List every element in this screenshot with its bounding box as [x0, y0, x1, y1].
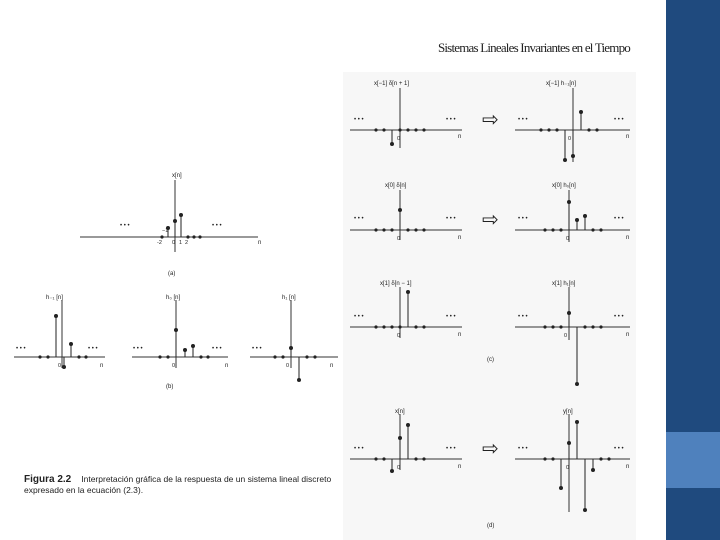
plot-b2-tick-0: 0 — [172, 363, 175, 369]
plot-c3-left-axis-n: n — [458, 332, 461, 338]
plot-a-tick-1: 1 — [179, 240, 182, 246]
plot-c2-right-axis-n: n — [626, 235, 629, 241]
plot-b3-left-ellipsis: • • • — [252, 346, 262, 352]
panel-label-d: (d) — [487, 523, 494, 529]
plot-a-x: x[n] n • • • • • • -2 −1 0 1 2 (a) — [80, 173, 261, 277]
plot-c2-left-tick-0: 0 — [397, 236, 400, 242]
plot-d-right-label: y[n] — [563, 409, 573, 415]
panel-label-b: (b) — [166, 384, 173, 390]
plot-c3-right-tick-0: 0 — [564, 333, 567, 339]
plot-b2-label: h₀ [n] — [166, 295, 180, 301]
caption-text: Interpretación gráfica de la respuesta d… — [24, 474, 332, 495]
plot-a-tick-2: 2 — [185, 240, 188, 246]
plot-d-right-axis-n: n — [626, 464, 629, 470]
plot-c1-right-left-ellipsis: • • • — [518, 117, 528, 123]
plot-c2-right-label: x[0] h₀[n] — [552, 183, 576, 189]
plot-c2-right-left-ellipsis: • • • — [518, 216, 528, 222]
plot-c3-right-axis-n: n — [626, 332, 629, 338]
plot-c2-left-axis-n: n — [458, 235, 461, 241]
plot-a-tick-0: 0 — [172, 240, 175, 246]
plot-c3-left-right-ellipsis: • • • — [446, 314, 456, 320]
plot-a-left-ellipsis: • • • — [120, 223, 130, 229]
plot-a-axis-n: n — [258, 240, 261, 246]
plot-d-left: x[n] n • • • • • • 0 — [350, 409, 462, 473]
plot-d-left-right-ellipsis: • • • — [446, 446, 456, 452]
slide-title: Sistemas Lineales Invariantes en el Tiem… — [437, 40, 631, 55]
panel-label-a: (a) — [168, 271, 175, 277]
plot-b1-left-ellipsis: • • • — [16, 346, 26, 352]
panel-label-c: (c) — [487, 357, 494, 363]
plot-c1-right-right-ellipsis: • • • — [614, 117, 624, 123]
plot-a-tick-neg2: -2 — [157, 240, 162, 246]
arrow-c1: ⇨ — [482, 109, 499, 131]
plot-c1-left-right-ellipsis: • • • — [446, 117, 456, 123]
plot-d-left-tick-0: 0 — [397, 465, 400, 471]
arrow-d: ⇨ — [482, 438, 499, 460]
plot-b1-tick-0: 0 — [58, 363, 61, 369]
plot-d-left-axis-n: n — [458, 464, 461, 470]
plot-b1-label: h₋₁ [n] — [46, 295, 63, 301]
plot-c2-right: x[0] h₀[n] n • • • • • • 0 — [515, 183, 630, 242]
arrow-c2: ⇨ — [482, 209, 499, 231]
plot-c3-left: x[1] δ[n − 1] n • • • • • • 0 — [350, 281, 462, 339]
plot-c3-left-label: x[1] δ[n − 1] — [380, 281, 412, 287]
plot-c3-right-right-ellipsis: • • • — [614, 314, 624, 320]
plot-c1-right-label: x[−1] h₋₁[n] — [546, 81, 576, 87]
plot-c2-left: x[0] δ[n] n • • • • • • 0 — [350, 183, 462, 242]
plot-c1-left-label: x[−1] δ[n + 1] — [374, 81, 409, 87]
plot-d-left-label: x[n] — [395, 409, 405, 415]
plot-c2-left-left-ellipsis: • • • — [354, 216, 364, 222]
plot-c1-right-axis-n: n — [626, 134, 629, 140]
sidebar-accent-block — [666, 432, 720, 488]
plot-c2-right-tick-0: 0 — [566, 236, 569, 242]
plot-c3-left-left-ellipsis: • • • — [354, 314, 364, 320]
plot-c3-right: x[1] h₁[n] n • • • • • • 0 — [515, 281, 630, 386]
plot-c3-right-left-ellipsis: • • • — [518, 314, 528, 320]
plot-c2-left-right-ellipsis: • • • — [446, 216, 456, 222]
plot-d-right-right-ellipsis: • • • — [614, 446, 624, 452]
plot-c1-left-axis-n: n — [458, 134, 461, 140]
plot-c1-left-tick-0: 0 — [397, 136, 400, 142]
caption-label: Figura 2.2 — [24, 474, 72, 485]
plot-d-right: y[n] n • • • • • • 0 — [515, 409, 630, 512]
plot-c2-right-right-ellipsis: • • • — [614, 216, 624, 222]
plot-b3-axis-n: n — [330, 363, 333, 369]
plot-b2-left-ellipsis: • • • — [133, 346, 143, 352]
plot-a-label: x[n] — [172, 173, 182, 179]
plot-b1-axis-n: n — [100, 363, 103, 369]
plot-d-left-left-ellipsis: • • • — [354, 446, 364, 452]
plot-c3-left-tick-0: 0 — [397, 333, 400, 339]
plot-c1-right: x[−1] h₋₁[n] n • • • • • • 0 — [515, 81, 630, 162]
plot-d-right-tick-0: 0 — [566, 465, 569, 471]
plot-c2-left-label: x[0] δ[n] — [385, 183, 407, 189]
plot-c1-left: x[−1] δ[n + 1] n • • • • • • 0 — [350, 81, 462, 148]
plot-b3-tick-0: 0 — [286, 363, 289, 369]
plot-b1: h₋₁ [n] n • • • • • • 0 — [14, 295, 105, 369]
plot-c1-right-tick-0: 0 — [568, 136, 571, 142]
plot-b1-right-ellipsis: • • • — [88, 346, 98, 352]
plot-b2-axis-n: n — [225, 363, 228, 369]
plot-b2-right-ellipsis: • • • — [212, 346, 222, 352]
plot-b2: h₀ [n] n • • • • • • 0 (b) — [132, 295, 228, 390]
plot-c3-right-label: x[1] h₁[n] — [552, 281, 576, 287]
plot-a-tick-neg1: −1 — [162, 228, 168, 234]
plot-b3: h₁ [n] n • • • 0 — [250, 295, 338, 382]
plot-d-right-left-ellipsis: • • • — [518, 446, 528, 452]
plot-b3-label: h₁ [n] — [282, 295, 296, 301]
plot-a-right-ellipsis: • • • — [212, 223, 222, 229]
plot-c1-left-left-ellipsis: • • • — [354, 117, 364, 123]
